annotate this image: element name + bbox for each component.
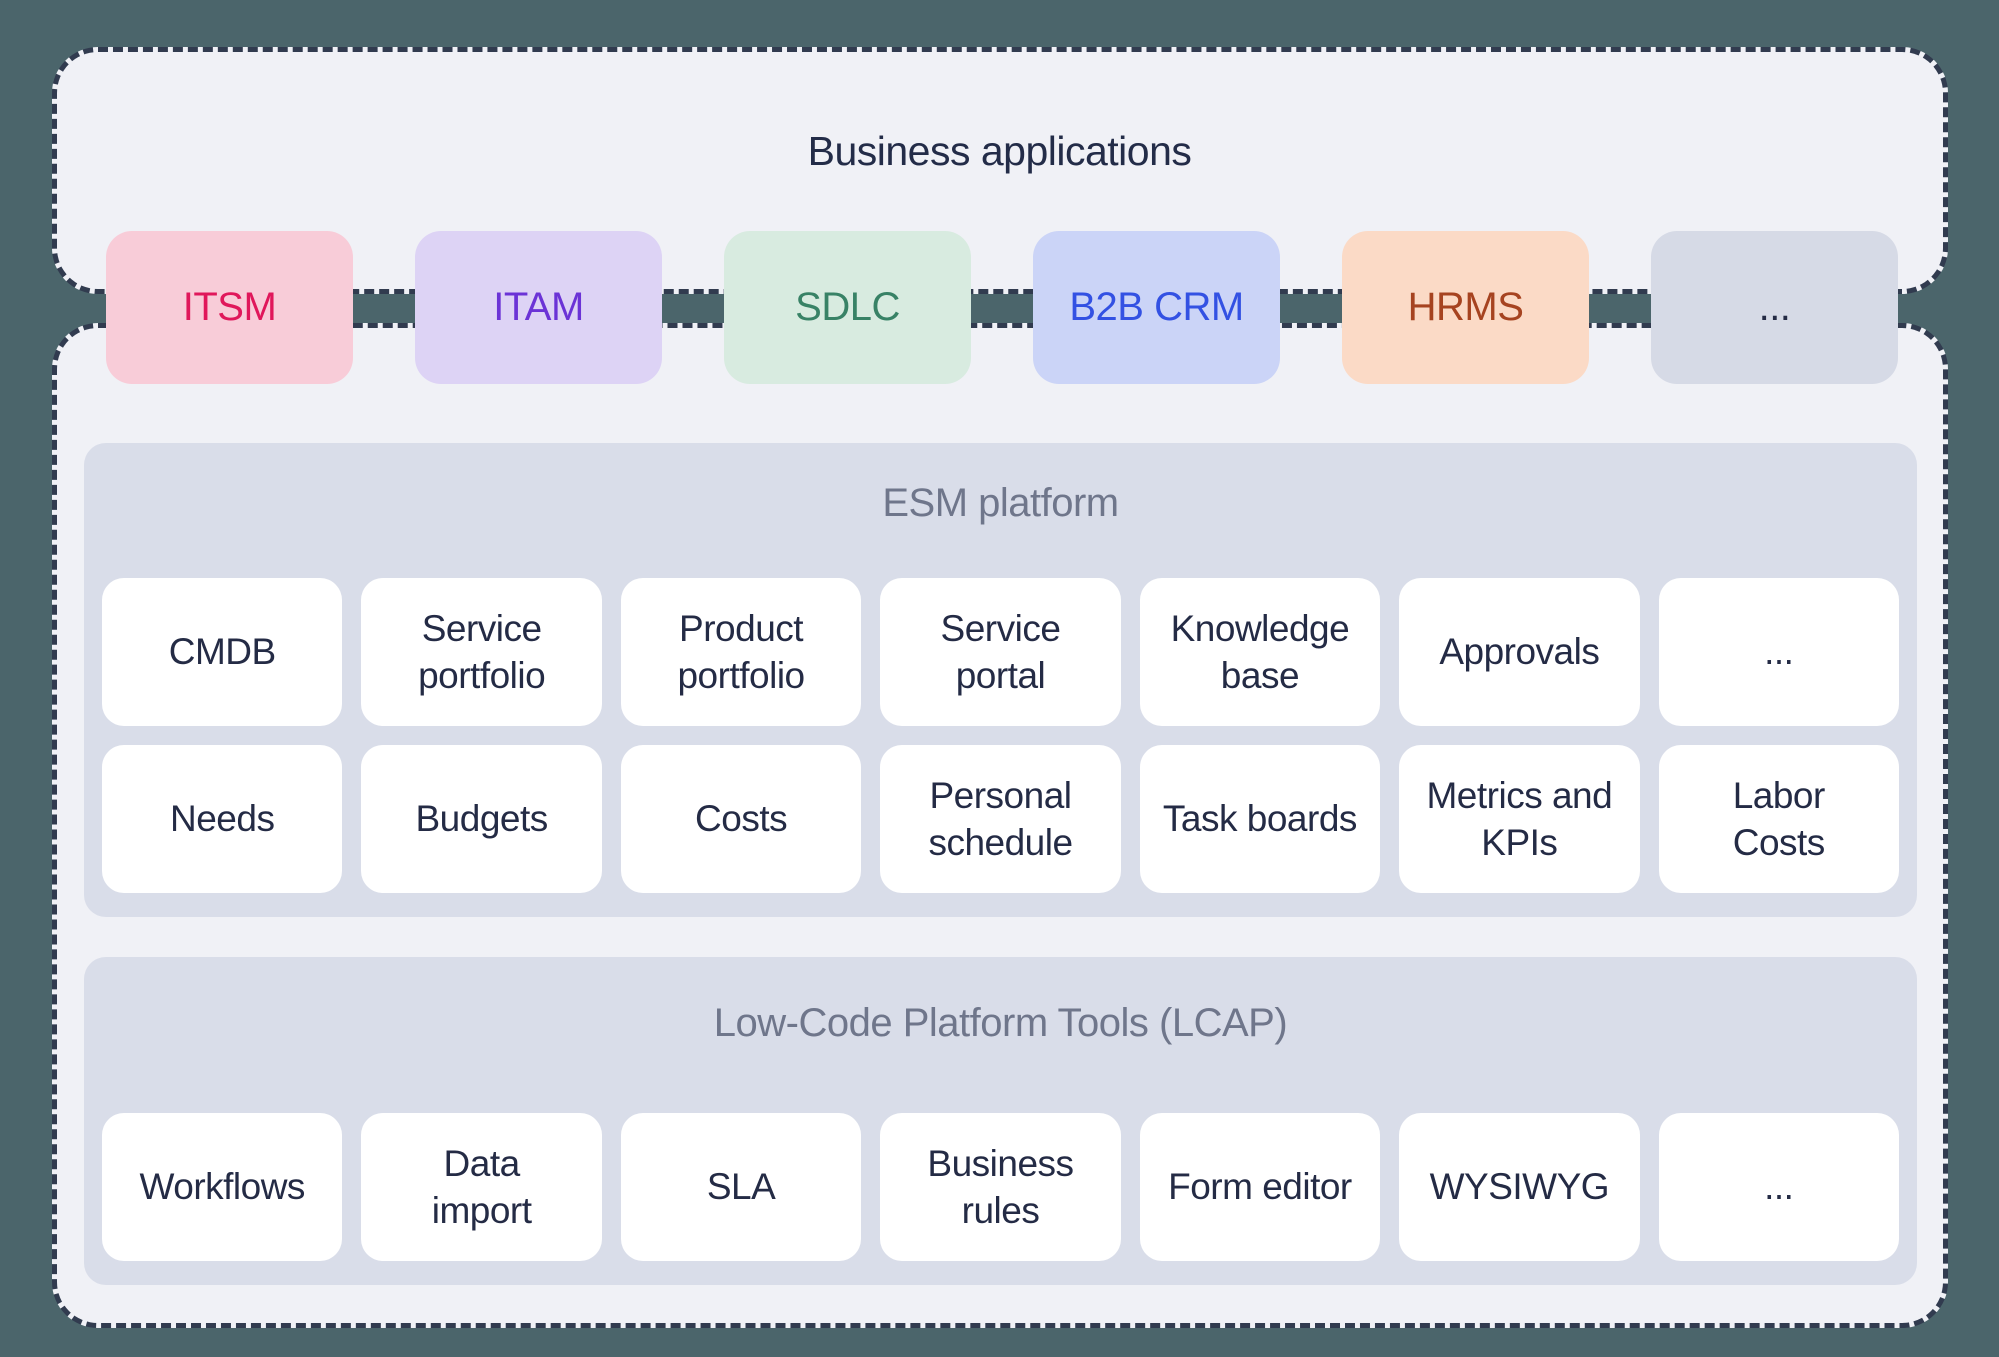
- business-applications-container: [52, 47, 1948, 294]
- card-service-portal: Service portal: [880, 578, 1121, 726]
- chip-more: ...: [1651, 231, 1898, 384]
- esm-platform-title: ESM platform: [882, 481, 1119, 525]
- card-workflows: Workflows: [102, 1113, 343, 1261]
- card-wysiwyg: WYSIWYG: [1399, 1113, 1640, 1261]
- card-costs: Costs: [620, 745, 862, 893]
- card-form-editor: Form editor: [1139, 1113, 1381, 1261]
- card-product-portfolio: Product portfolio: [620, 578, 862, 726]
- lcap-panel: Low-Code Platform Tools (LCAP) Workflows…: [84, 957, 1917, 1285]
- card-sla: SLA: [620, 1113, 862, 1261]
- business-applications-title: Business applications: [807, 128, 1192, 174]
- chip-b2b-crm: B2B CRM: [1033, 231, 1280, 384]
- card-knowledge-base: Knowledge base: [1139, 578, 1381, 726]
- esm-platform-panel: ESM platform CMDB Service portfolio Prod…: [84, 443, 1917, 917]
- card-budgets: Budgets: [361, 745, 602, 893]
- card-cmdb: CMDB: [102, 578, 343, 726]
- card-personal-schedule: Personal schedule: [880, 745, 1121, 893]
- card-data-import: Data import: [361, 1113, 602, 1261]
- card-business-rules: Business rules: [880, 1113, 1121, 1261]
- card-more-lcap: ...: [1658, 1113, 1899, 1261]
- card-more-esm-row1: ...: [1658, 578, 1899, 726]
- card-service-portfolio: Service portfolio: [361, 578, 602, 726]
- chip-sdlc: SDLC: [724, 231, 971, 384]
- esm-cards-grid: CMDB Service portfolio Product portfolio…: [102, 578, 1899, 893]
- lcap-title: Low-Code Platform Tools (LCAP): [713, 1001, 1288, 1045]
- card-task-boards: Task boards: [1139, 745, 1381, 893]
- card-needs: Needs: [102, 745, 343, 893]
- lcap-cards-grid: Workflows Data import SLA Business rules…: [102, 1113, 1899, 1261]
- chip-hrms: HRMS: [1342, 231, 1589, 384]
- card-metrics-and-kpis: Metrics and KPIs: [1399, 745, 1640, 893]
- card-labor-costs: Labor Costs: [1658, 745, 1899, 893]
- chip-itsm: ITSM: [106, 231, 353, 384]
- card-approvals: Approvals: [1399, 578, 1640, 726]
- business-applications-chips-row: ITSM ITAM SDLC B2B CRM HRMS ...: [106, 231, 1898, 384]
- chip-itam: ITAM: [415, 231, 662, 384]
